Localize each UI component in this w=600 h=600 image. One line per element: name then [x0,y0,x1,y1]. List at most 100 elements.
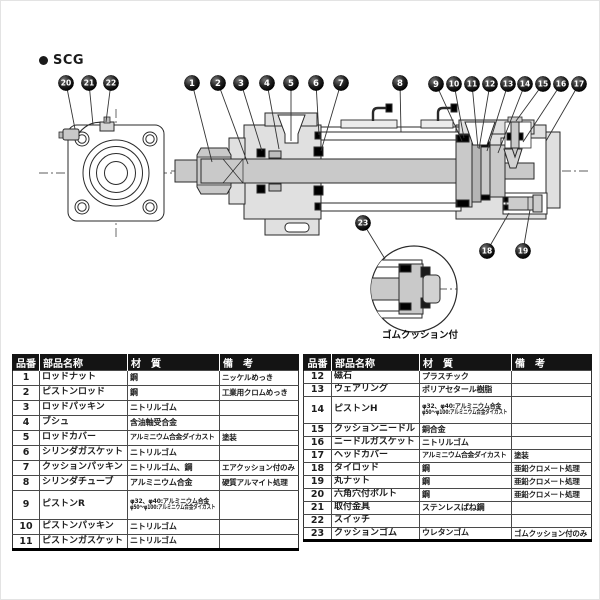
part-remarks [219,445,299,461]
part-no: 19 [303,475,332,489]
balloon-18: 18 [479,243,495,259]
part-material: アルミニウム合金ダイカスト [419,449,512,463]
balloon-leader-16 [522,83,562,143]
part-remarks [511,370,592,384]
part-no: 18 [303,462,332,476]
balloon-leader-10 [453,83,465,139]
balloon-leader-4 [266,82,280,150]
balloon-23: 23 [355,215,371,231]
part-remarks [511,436,592,450]
part-name: クッションニードル [331,423,420,437]
balloon-leader-7 [320,82,342,152]
part-remarks: 工業用クロムめっき [219,385,299,401]
balloon-19: 19 [515,243,531,259]
svg-text:10: 10 [449,80,459,89]
col-header-no: 品番 [303,354,332,371]
balloon-2: 2 [210,75,226,91]
series-label-text: SCG [53,53,85,68]
svg-text:22: 22 [106,79,116,88]
part-material: 含油軸受合金 [127,415,220,431]
part-material: ニトリルゴム [127,445,220,461]
part-no: 4 [12,415,40,431]
balloon-20: 20 [58,75,74,91]
part-remarks [219,519,299,535]
part-material: プラスチック [419,370,512,384]
balloon-leader-11 [471,83,479,149]
part-remarks: 硬質アルマイト処理 [219,475,299,491]
part-remarks [219,400,299,416]
part-material: 鋼 [127,370,220,386]
part-name: 取付金具 [331,501,420,515]
balloon-12: 12 [482,76,498,92]
balloon-leader-17 [545,83,580,142]
svg-text:4: 4 [264,79,270,89]
bullet-icon [39,56,48,65]
svg-text:21: 21 [84,79,94,88]
part-no: 9 [12,490,40,520]
part-remarks [511,514,592,528]
balloon-3: 3 [233,75,249,91]
part-no: 10 [12,519,40,535]
svg-text:13: 13 [503,80,513,89]
switch-mount-front [58,116,115,141]
balloon-leader-9 [435,83,463,142]
part-name: ピストンH [331,396,420,424]
svg-text:7: 7 [338,79,344,89]
seals [256,131,324,211]
piston-rod [174,147,535,195]
part-no: 20 [303,488,332,502]
part-name: ピストンパッキン [39,519,128,535]
col-header-no: 品番 [12,354,40,371]
front-view [39,109,179,237]
part-name: ピストンロッド [39,385,128,401]
cylinder-tube-bottom-wall [320,202,462,212]
col-header-name: 部品名称 [39,354,128,371]
balloon-14: 14 [517,76,533,92]
svg-text:5: 5 [288,79,294,89]
balloon-7: 7 [333,75,349,91]
col-header-name: 部品名称 [331,354,420,371]
part-no: 21 [303,501,332,515]
balloon-leaders [65,82,580,260]
balloon-21: 21 [81,75,97,91]
part-name: ロッドパッキン [39,400,128,416]
svg-text:1: 1 [189,79,195,89]
part-remarks: 亜鉛クロメート処理 [511,462,592,476]
part-material: ポリアセタール樹脂 [419,383,512,397]
svg-text:2: 2 [215,79,221,89]
part-material: ニトリルゴム、鋼 [127,460,220,476]
part-no: 15 [303,423,332,437]
table-header-row: 品番部品名称材 質備 考 [303,354,592,371]
part-remarks [511,383,592,397]
part-name: シリンダチューブ [39,475,128,491]
balloon-leader-12 [478,83,491,150]
part-name: ロッドナット [39,370,128,386]
part-remarks [511,501,592,515]
detail-caption: ゴムクッション付 [382,329,459,341]
part-material: アルミニウム合金 [127,475,220,491]
balloon-leader-2 [217,82,249,165]
balloon-leader-14 [497,83,526,154]
part-material [419,514,512,528]
detail-view-rubber-cushion [370,245,458,333]
balloon-6: 6 [308,75,324,91]
part-no: 6 [12,445,40,461]
part-no: 7 [12,460,40,476]
cylinder-cross-section-diagram: ゴムクッション付 1234567891011121314151617181920… [39,75,589,341]
balloon-1: 1 [184,75,200,91]
balloon-10: 10 [446,76,462,92]
series-label: SCG [39,53,84,68]
part-name: ピストンガスケット [39,534,128,550]
